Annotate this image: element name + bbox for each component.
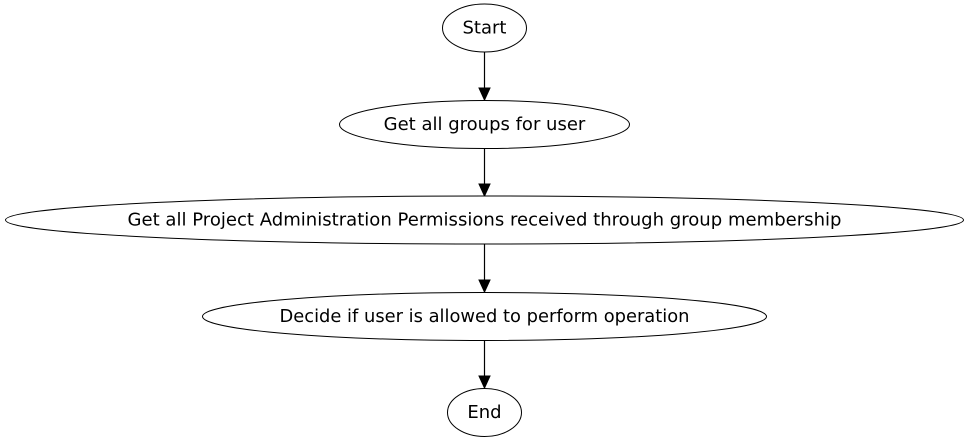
edge-get-groups-to-get-permissions bbox=[478, 149, 491, 198]
node-decide-label: Decide if user is allowed to perform ope… bbox=[280, 306, 690, 327]
edge-get-permissions-to-decide bbox=[478, 244, 491, 294]
node-end-label: End bbox=[467, 402, 501, 423]
node-start-label: Start bbox=[463, 18, 507, 39]
node-get-groups-label: Get all groups for user bbox=[384, 114, 586, 135]
edge-decide-to-end bbox=[478, 341, 491, 390]
node-get-groups: Get all groups for user bbox=[339, 100, 630, 149]
node-get-permissions: Get all Project Administration Permissio… bbox=[5, 195, 964, 245]
edge-start-to-get-groups bbox=[478, 52, 491, 102]
node-start: Start bbox=[442, 3, 527, 53]
node-end: End bbox=[447, 388, 522, 437]
node-get-permissions-label: Get all Project Administration Permissio… bbox=[128, 210, 842, 231]
node-decide: Decide if user is allowed to perform ope… bbox=[202, 292, 767, 341]
